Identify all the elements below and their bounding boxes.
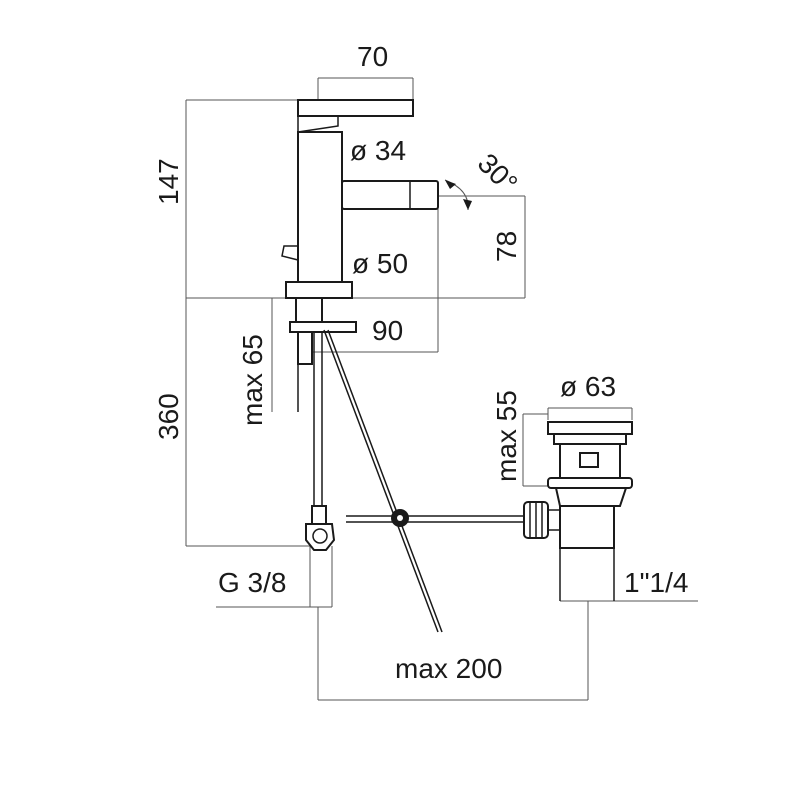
dim-base-diameter: ø 50 [352,248,408,279]
dim-waste-height: max 55 [491,390,522,482]
spout [341,180,439,210]
waste-body [559,505,615,549]
nut [297,331,313,365]
dimension-lines [185,77,698,701]
dim-reach: 90 [372,315,403,346]
waste-flange [547,477,633,489]
dim-max-deck: max 65 [237,334,268,426]
hose-nut [311,505,327,525]
waste-valve [523,421,633,601]
body-cylinder [297,131,343,283]
dim-spout-height: 78 [491,231,522,262]
pop-up-rod-knob [281,245,299,261]
dim-hose-length: 360 [153,393,184,440]
dim-spout-width: 70 [357,41,388,72]
base [285,281,353,299]
washer [289,321,357,333]
dim-total-height: 147 [153,158,184,205]
dim-body-diameter: ø 34 [350,135,406,166]
mixer-body [281,99,472,412]
dim-connection-thread: G 3/8 [218,567,286,598]
dim-waste-thread: 1"1/4 [624,567,688,598]
lever-handle [297,99,414,117]
dim-angle: 30° [472,147,524,199]
lever-hub [297,116,339,133]
pop-up-linkage [323,329,524,633]
dim-waste-diameter: ø 63 [560,371,616,402]
flexible-hose [305,332,336,551]
dim-max-distance: max 200 [395,653,502,684]
hose-connector [305,523,336,551]
shank [295,297,323,323]
waste-cap [547,421,633,435]
